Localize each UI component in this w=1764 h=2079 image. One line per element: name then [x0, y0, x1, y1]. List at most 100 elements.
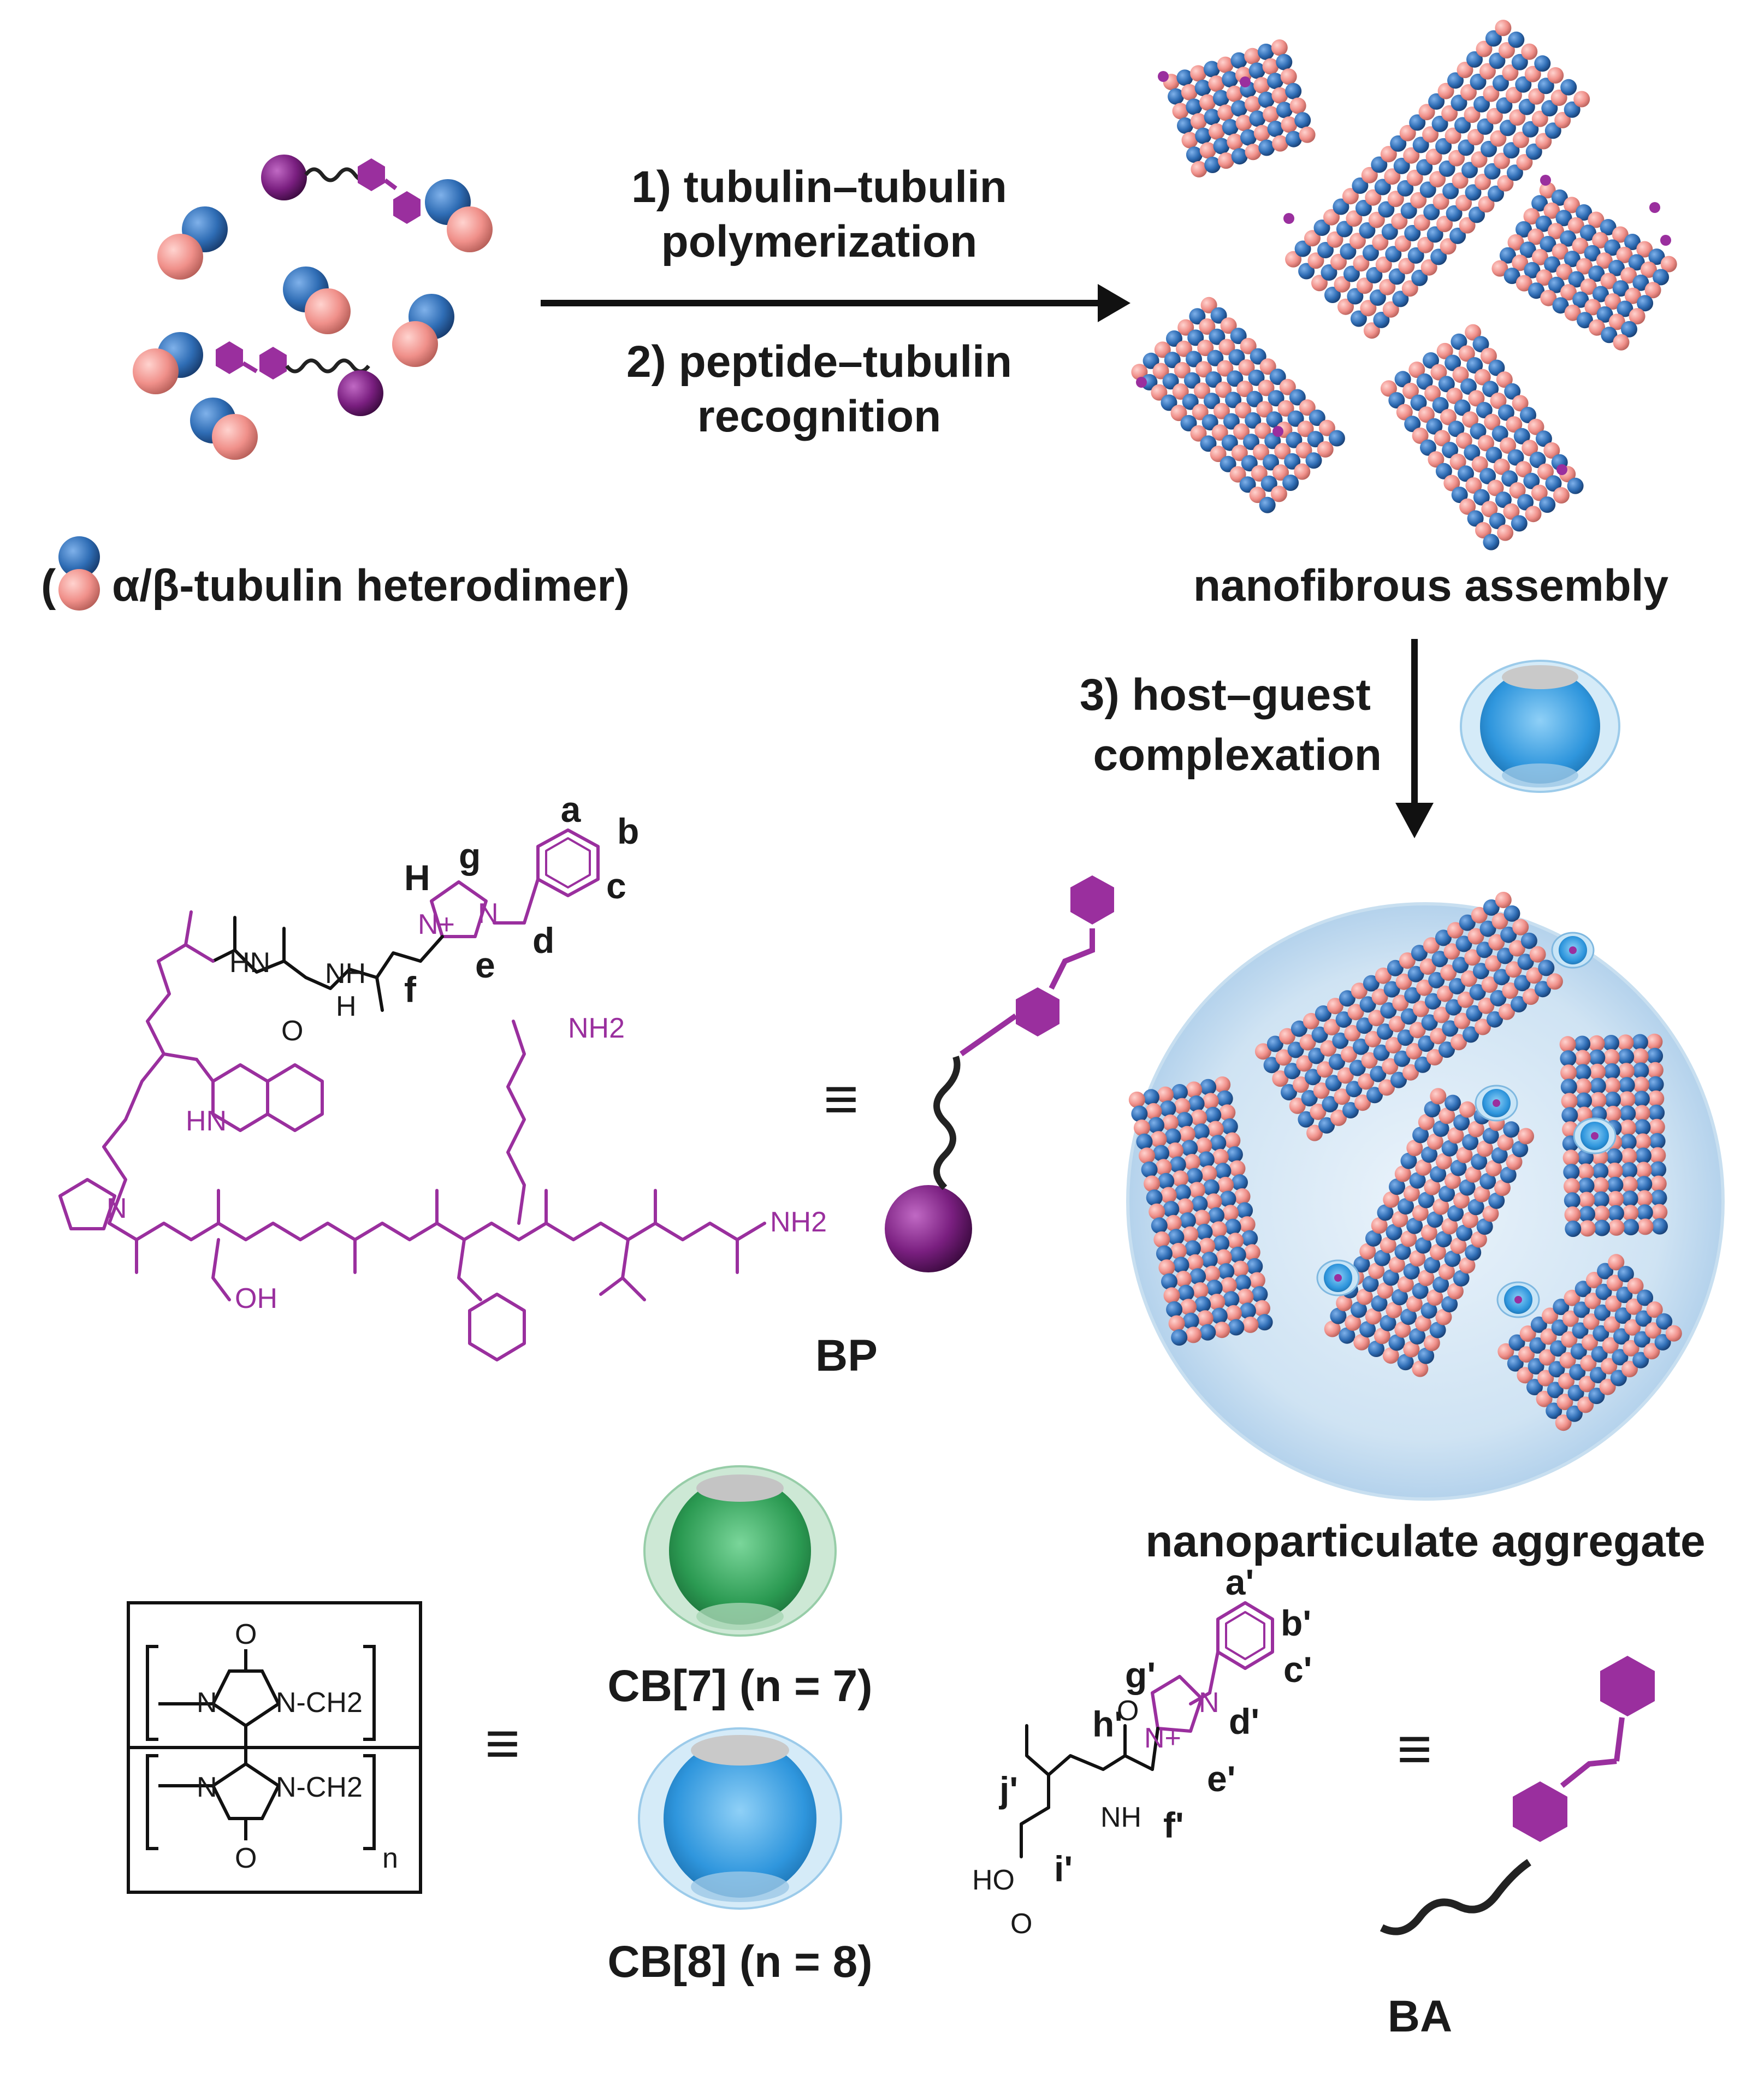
ba-label-c: c'	[1283, 1649, 1312, 1690]
ba-chemical-structure	[1020, 1601, 1274, 1858]
bp-hn-indole: HN	[186, 1105, 227, 1137]
ba-label-d: d'	[1229, 1701, 1259, 1742]
tubulin-dimer	[190, 398, 258, 460]
bp-label-g: g	[459, 836, 481, 876]
tubulin-dimer	[133, 332, 203, 394]
tubulin-dimer	[157, 206, 228, 280]
peptide-head-sphere	[338, 370, 383, 416]
step1-line2: polymerization	[661, 217, 978, 266]
microtubule	[1254, 892, 1563, 1141]
bp-nh2-terminal: NH2	[770, 1206, 827, 1238]
bp-atom-labels: a b c d e f g H N N+ NH H HN O HN NH2 NH…	[106, 789, 827, 1314]
bp-label-f: f	[404, 969, 417, 1010]
tubulin-dimer	[425, 179, 493, 252]
free-peptide-cluster	[216, 155, 421, 416]
cb-n-lower-left: N	[197, 1772, 217, 1803]
microtubule	[1559, 1033, 1668, 1237]
cb8-linker	[1475, 1085, 1518, 1122]
polymerization-arrow	[541, 284, 1130, 322]
cb8-linker	[1496, 1281, 1540, 1318]
bp-n-plus: N+	[418, 909, 455, 940]
bp-label-a: a	[561, 789, 582, 830]
bp-label-b: b	[617, 811, 639, 851]
bp-hn: HN	[229, 947, 270, 979]
cb7-host	[643, 1465, 837, 1637]
cb-atom-labels: O O N N N-CH2 N-CH2 n	[197, 1619, 398, 1874]
microtubule	[1491, 182, 1677, 351]
bp-h: H	[336, 991, 357, 1022]
aggregate-fibres	[1128, 892, 1682, 1431]
nanofibrous-assembly	[1131, 20, 1677, 550]
microtubule	[1128, 1076, 1273, 1346]
microtubule	[1285, 20, 1590, 339]
ba-label-a: a'	[1226, 1562, 1254, 1602]
ba-label-h: h'	[1092, 1704, 1123, 1744]
ba-atom-labels: a' b' c' d' e' f' g' h' i' j' N N+ NH O …	[972, 1562, 1312, 1940]
ba-o-amide: O	[1117, 1695, 1139, 1727]
peptide-head-sphere	[261, 155, 307, 200]
cb-subscript-n: n	[382, 1843, 398, 1874]
ba-n-imidazole: N	[1199, 1687, 1220, 1719]
bp-nh: NH	[325, 958, 366, 990]
tubulin-dimer-cluster	[133, 179, 493, 460]
cb8-host-small	[1460, 660, 1620, 793]
cb-nch2-upper: N-CH2	[276, 1687, 363, 1719]
cb8-linker	[1551, 932, 1595, 969]
cb-o-bottom: O	[235, 1843, 257, 1874]
microtubule	[1380, 324, 1584, 550]
ba-label-e: e'	[1207, 1758, 1235, 1799]
tubulin-dimer	[283, 266, 351, 334]
ba-name: BA	[1388, 1992, 1452, 2041]
bp-chemical-structure	[58, 828, 766, 1361]
ba-label-b: b'	[1281, 1603, 1311, 1643]
bp-o: O	[281, 1015, 303, 1047]
step3-line2: complexation	[1093, 730, 1382, 780]
tubulin-dimer	[392, 294, 454, 367]
heterodimer-legend: ( α/β-tubulin heterodimer)	[41, 536, 630, 611]
cb-chemical-structure	[127, 1601, 422, 1894]
step2-line2: recognition	[697, 392, 941, 441]
step1-line1: 1) tubulin–tubulin	[631, 162, 1007, 212]
step3-line1: 3) host–guest	[1080, 670, 1371, 720]
alpha-tubulin-sphere	[58, 536, 100, 578]
cb8-linker	[1573, 1117, 1617, 1154]
ba-n-plus: N+	[1144, 1722, 1181, 1754]
cb8-host	[638, 1727, 842, 1910]
legend-open-paren: (	[41, 561, 56, 611]
bp-equiv-sign: ≡	[824, 1065, 859, 1133]
cb-o-top: O	[235, 1619, 257, 1650]
bp-name: BP	[815, 1331, 878, 1381]
cb8-crosslinks	[1316, 932, 1617, 1318]
bp-label-c: c	[606, 866, 626, 906]
cb8-label: CB[8] (n = 8)	[607, 1937, 872, 1987]
legend-text: α/β-tubulin heterodimer)	[112, 561, 630, 611]
bp-cartoon	[885, 875, 1114, 1272]
bp-n-imidazole: N	[478, 898, 499, 929]
microtubule	[1497, 1254, 1682, 1431]
ba-nh: NH	[1100, 1802, 1141, 1833]
bp-n-proline: N	[106, 1193, 127, 1224]
beta-tubulin-sphere	[58, 569, 100, 611]
microtubule	[1163, 39, 1316, 177]
ba-label-f: f'	[1163, 1805, 1184, 1845]
bp-label-d: d	[532, 920, 554, 961]
ba-ho: HO	[972, 1864, 1015, 1896]
bp-label-e: e	[475, 945, 495, 985]
cb-nch2-lower: N-CH2	[276, 1772, 363, 1803]
bp-label-h: H	[404, 857, 430, 898]
cb-n-upper-left: N	[197, 1687, 217, 1719]
ba-o-acid: O	[1010, 1908, 1032, 1940]
bp-oh: OH	[235, 1283, 277, 1314]
complexation-arrow	[1395, 639, 1434, 838]
cb8-linker	[1316, 1259, 1360, 1296]
cb7-label: CB[7] (n = 7)	[607, 1661, 872, 1711]
ba-label-g: g'	[1125, 1655, 1156, 1695]
ba-label-j: j'	[998, 1769, 1018, 1810]
nanofibrous-label: nanofibrous assembly	[1193, 561, 1669, 611]
ba-cartoon	[1380, 1656, 1655, 1935]
ba-label-i: i'	[1054, 1849, 1073, 1889]
microtubule	[1324, 1088, 1534, 1377]
microtubule	[1131, 297, 1345, 513]
